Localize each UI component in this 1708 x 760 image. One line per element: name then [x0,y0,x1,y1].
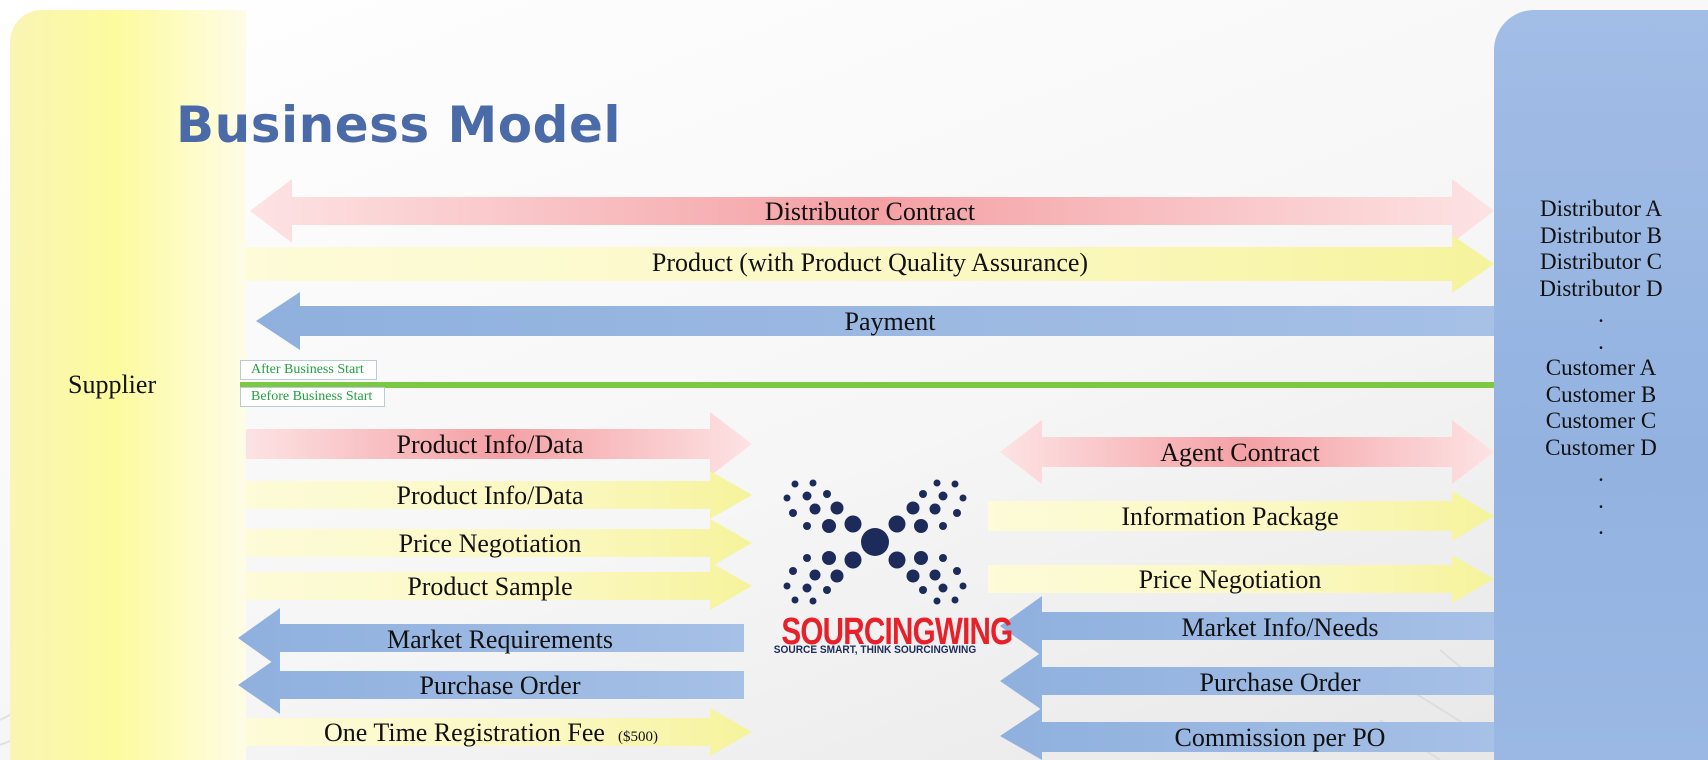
market-requirements-label: Market Requirements [387,625,613,654]
purchase-order-arrow-right [1000,652,1494,710]
purchase-order-arrow-left [238,656,744,714]
supplier-panel [10,10,246,760]
product-sample-arrow [246,562,752,610]
purchase-order-label-left: Purchase Order [419,671,581,700]
party-item: . [1598,461,1604,486]
registration-fee-label: One Time Registration Fee ($500) [256,718,726,748]
sourcingwing-logo-mark [783,479,967,605]
product-info-label-1: Product Info/Data [396,430,584,459]
party-item: Distributor B [1539,222,1663,248]
page-title: Business Model [176,96,621,154]
market-info-arrow [1000,596,1494,656]
market-info-label: Market Info/Needs [1181,613,1379,642]
product-info-label-2: Product Info/Data [396,481,584,510]
agent-contract-label: Agent Contract [1160,438,1320,467]
product-arrow [246,235,1494,293]
market-requirements-arrow [238,608,744,668]
information-package-arrow [988,491,1494,541]
registration-fee-text: One Time Registration Fee [324,718,605,747]
party-item: Customer A [1545,355,1657,380]
registration-fee-amount: ($500) [617,729,658,745]
party-item: Customer D [1545,434,1657,460]
after-business-start-tag: After Business Start [240,360,377,380]
business-start-divider [240,382,1494,388]
purchase-order-label-right: Purchase Order [1199,668,1361,697]
price-negotiation-label-right: Price Negotiation [1138,565,1322,594]
payment-arrow [256,292,1494,350]
party-item: Customer C [1545,408,1657,433]
commission-arrow [1000,708,1494,760]
registration-fee-arrow [246,708,752,756]
price-negotiation-arrow-left [246,519,752,567]
product-info-arrow-2 [246,471,752,519]
product-label: Product (with Product Quality Assurance) [651,248,1089,277]
party-item: Customer B [1545,381,1657,407]
sourcingwing-tagline: SOURCE SMART, THINK SOURCINGWING [773,644,977,656]
party-item: Distributor A [1539,196,1663,221]
supplier-label: Supplier [68,370,157,399]
product-info-arrow-1 [246,412,752,476]
party-item: Distributor D [1539,275,1663,301]
product-sample-label: Product Sample [407,572,573,601]
party-item: . [1598,328,1604,354]
party-item: . [1598,514,1604,539]
information-package-label: Information Package [1121,502,1339,531]
agent-contract-arrow [1000,420,1494,484]
distributor-customer-panel [1494,10,1708,760]
distributor-contract-label: Distributor Contract [764,197,976,226]
before-business-start-tag: Before Business Start [240,387,386,407]
party-list: Distributor A Distributor B Distributor … [1494,196,1708,541]
party-item: . [1598,487,1604,513]
distributor-contract-arrow [250,179,1494,243]
commission-label: Commission per PO [1174,723,1386,752]
price-negotiation-arrow-right [988,555,1494,603]
payment-label: Payment [844,307,936,336]
party-item: Distributor C [1539,249,1663,274]
party-item: . [1598,302,1604,327]
price-negotiation-label-left: Price Negotiation [398,529,582,558]
